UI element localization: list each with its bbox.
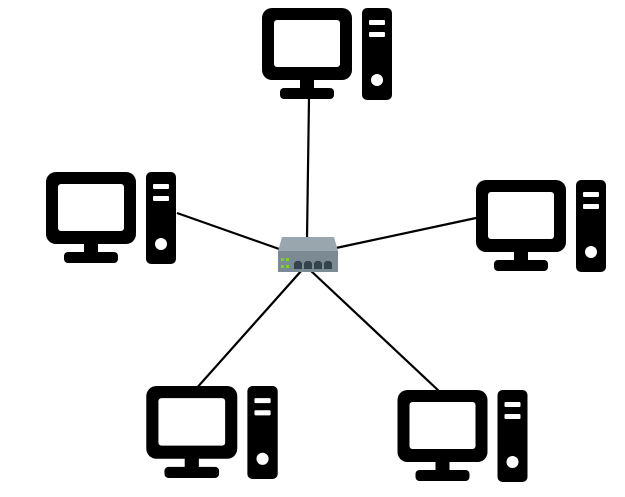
- network-links: [176, 97, 477, 393]
- desktop-computer-icon-bottom-left: [146, 386, 278, 479]
- link-left: [176, 211, 283, 252]
- link-right: [335, 216, 477, 250]
- desktop-computer-icon-bottom-right: [397, 390, 528, 482]
- link-bottom-right: [309, 269, 441, 393]
- link-bottom-left: [194, 269, 303, 391]
- network-switch-icon: [278, 237, 338, 272]
- link-top: [305, 97, 311, 239]
- desktop-computer-icon-right: [476, 180, 606, 272]
- desktop-computer-icon-top: [262, 8, 392, 100]
- desktop-computer-icon-left: [46, 172, 176, 264]
